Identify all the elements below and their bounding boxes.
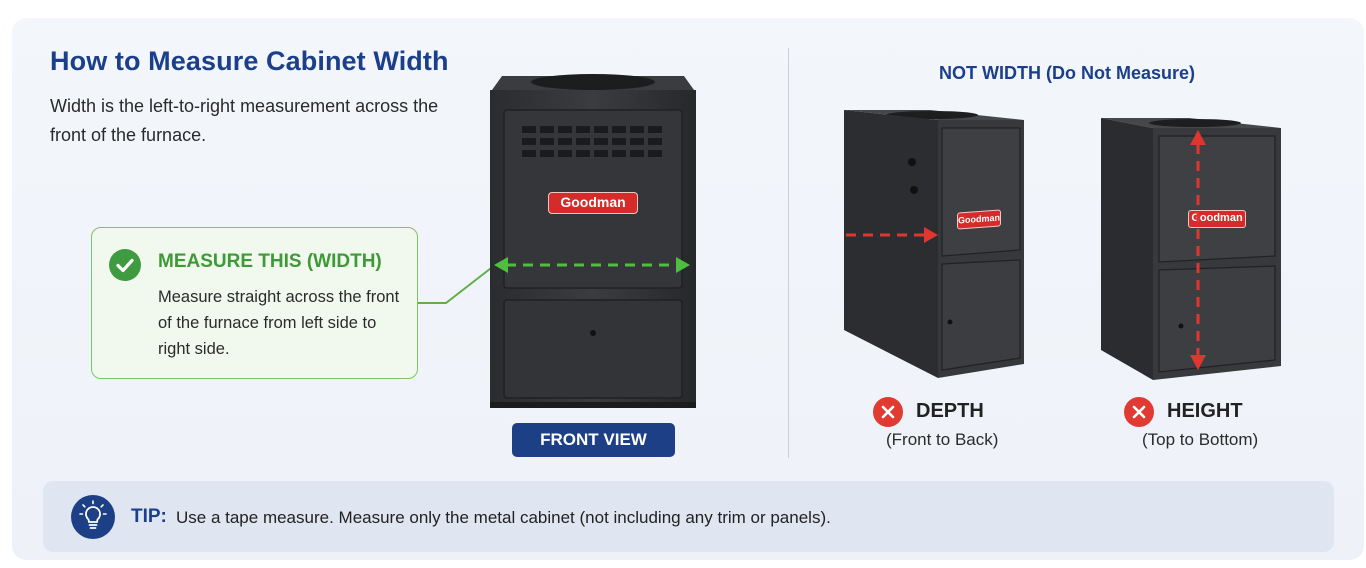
- front-brand-text: Goodman: [560, 194, 626, 210]
- depth-sub: (Front to Back): [886, 430, 999, 449]
- lightbulb-icon: [71, 495, 115, 539]
- height-label: HEIGHT: [1167, 400, 1243, 422]
- front-furnace-image: [490, 74, 696, 408]
- page-title: How to Measure Cabinet Width: [50, 46, 449, 76]
- depth-furnace-image: [844, 110, 1024, 378]
- check-icon: [109, 249, 141, 281]
- width-arrow: [494, 257, 690, 273]
- height-furnace-image: [1101, 118, 1281, 380]
- height-brand-text: Goodman: [1191, 212, 1243, 224]
- depth-label: DEPTH: [916, 400, 984, 422]
- depth-arrow: [846, 227, 938, 243]
- page-subtitle: Width is the left-to-right measurement a…: [50, 96, 439, 145]
- measure-callout: MEASURE THIS (WIDTH) Measure straight ac…: [91, 227, 418, 379]
- depth-brand-text: Goodman: [958, 212, 1000, 226]
- tip-label: TIP:: [131, 506, 167, 527]
- tip-bar: TIP: Use a tape measure. Measure only th…: [43, 481, 1334, 552]
- measure-title: MEASURE THIS (WIDTH): [158, 251, 382, 272]
- depth-brand-badge: Goodman: [957, 209, 1001, 230]
- depth-x-icon: [873, 397, 903, 427]
- height-arrow: [1190, 130, 1206, 370]
- front-brand-badge: Goodman: [548, 192, 638, 214]
- height-brand-badge: Goodman: [1188, 210, 1246, 228]
- front-view-label: FRONT VIEW: [512, 423, 675, 457]
- not-width-title: NOT WIDTH (Do Not Measure): [939, 63, 1195, 83]
- measure-text: Measure straight across the front of the…: [158, 288, 400, 358]
- section-divider: [788, 48, 789, 458]
- height-sub: (Top to Bottom): [1142, 430, 1259, 449]
- tip-text: Use a tape measure. Measure only the met…: [176, 508, 831, 527]
- height-x-icon: [1124, 397, 1154, 427]
